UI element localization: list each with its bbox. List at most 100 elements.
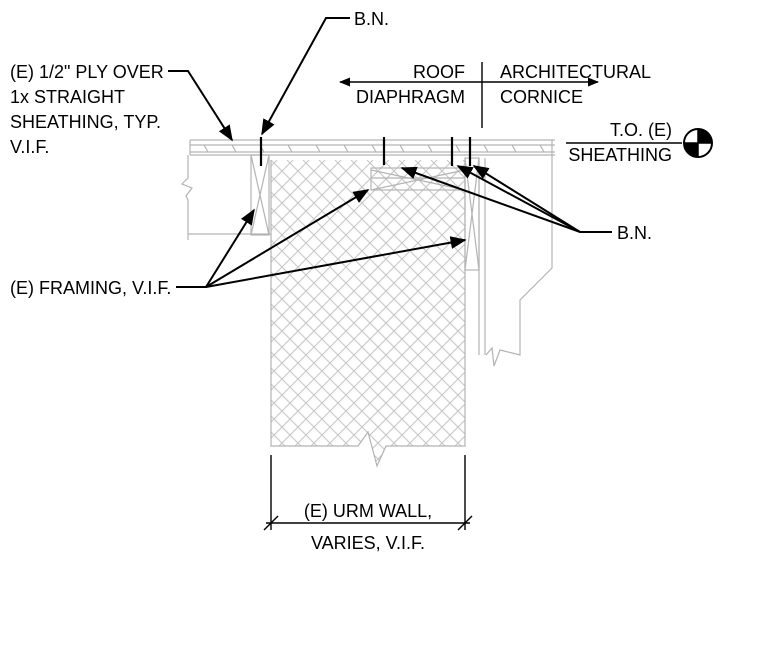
hatch-line: [0, 160, 213, 470]
hatch-line: [0, 160, 261, 470]
hatch-line: [0, 160, 181, 470]
hatch-line: [543, 160, 760, 470]
diaphragm-arrows: [338, 62, 600, 128]
hatch-line: [511, 160, 760, 470]
hatch-line: [430, 160, 465, 466]
hatch-line: [751, 160, 760, 470]
leader-bn-top: [261, 17, 350, 136]
hatch-line: [398, 160, 465, 466]
hatch-line: [527, 160, 760, 470]
hatch-line: [0, 160, 245, 470]
label-ply-line2: 1x STRAIGHT: [10, 87, 125, 107]
hatch-line: [366, 160, 465, 466]
hatch-line: [703, 160, 760, 470]
hatch-line: [271, 160, 294, 466]
hatch-line: [751, 160, 760, 470]
hatch-line: [271, 160, 294, 466]
hatch-line: [430, 160, 465, 466]
hatch-line: [575, 160, 760, 470]
hatch-line: [271, 160, 374, 466]
hatch-line: [671, 160, 760, 470]
hatch-line: [687, 160, 760, 470]
hatch-line: [0, 160, 229, 470]
cornice-framing: [464, 140, 553, 367]
label-ply-line3: SHEATHING, TYP.: [10, 112, 161, 132]
hatch-line: [0, 160, 261, 470]
hatch-line: [0, 160, 197, 470]
hatch-line: [271, 160, 465, 466]
hatch-line: [271, 160, 342, 466]
hatch-line: [271, 160, 465, 466]
hatch-line: [655, 160, 760, 470]
hatch-line: [271, 160, 465, 466]
hatch-line: [719, 160, 760, 470]
urm-wall: [0, 160, 760, 470]
hatch-line: [271, 160, 390, 466]
leaders: [168, 17, 612, 288]
hatch-line: [366, 160, 465, 466]
hatch-line: [607, 160, 760, 470]
label-bn-top: B.N.: [354, 9, 389, 29]
label-cornice: CORNICE: [500, 87, 583, 107]
hatch-line: [271, 160, 422, 466]
hatch-line: [527, 160, 760, 470]
hatch-line: [271, 160, 326, 466]
hatch-line: [639, 160, 760, 470]
leader-ply: [168, 70, 233, 142]
left-framing: [180, 154, 271, 240]
hatch-line: [655, 160, 760, 470]
hatch-line: [511, 160, 760, 470]
hatch-line: [735, 160, 760, 470]
hatch-line: [0, 160, 213, 470]
hatch-line: [271, 160, 326, 466]
hatch-line: [318, 160, 465, 466]
hatch-line: [271, 160, 422, 466]
label-ply-line4: V.I.F.: [10, 137, 49, 157]
hatch-line: [271, 160, 465, 466]
hatch-line: [0, 160, 245, 470]
hatch-line: [446, 160, 465, 466]
label-ply-line1: (E) 1/2" PLY OVER: [10, 62, 164, 82]
hatch-line: [479, 160, 760, 470]
hatch-line: [271, 160, 406, 466]
hatch-line: [271, 160, 454, 466]
label-architectural: ARCHITECTURAL: [500, 62, 651, 82]
hatch-line: [543, 160, 760, 470]
hatch-line: [0, 160, 229, 470]
leader-bn-right-3: [472, 165, 581, 233]
hatch-line: [302, 160, 465, 466]
hatch-line: [671, 160, 760, 470]
hatch-line: [719, 160, 760, 470]
hatch-line: [318, 160, 465, 466]
roof-sheathing: [189, 139, 555, 156]
label-wall-1: (E) URM WALL,: [304, 501, 432, 521]
leader-framing-3: [205, 236, 467, 288]
hatch-line: [382, 160, 465, 466]
hatch-line: [703, 160, 760, 470]
hatch-line: [271, 160, 278, 466]
label-to-sheathing-2: SHEATHING: [568, 145, 672, 165]
hatch-line: [623, 160, 760, 470]
label-roof: ROOF: [413, 62, 465, 82]
hatch-line: [591, 160, 760, 470]
leader-bn-right-2: [456, 165, 581, 233]
hatch-line: [687, 160, 760, 470]
hatch-line: [398, 160, 465, 466]
hatch-line: [735, 160, 760, 470]
hatch-line: [271, 160, 390, 466]
hatch-line: [479, 160, 760, 470]
hatch-line: [271, 160, 465, 466]
hatch-line: [334, 160, 465, 466]
labels: B.N. (E) 1/2" PLY OVER 1x STRAIGHT SHEAT…: [10, 9, 672, 553]
leader-framing-2: [205, 189, 370, 288]
elevation-target-icon: [683, 128, 713, 158]
hatch-line: [271, 160, 465, 466]
hatch-line: [623, 160, 760, 470]
label-wall-2: VARIES, V.I.F.: [311, 533, 425, 553]
label-diaphragm: DIAPHRAGM: [356, 87, 465, 107]
hatch-line: [559, 160, 760, 470]
hatch-line: [0, 160, 181, 470]
hatch-line: [639, 160, 760, 470]
hatch-line: [271, 160, 358, 466]
hatch-line: [271, 160, 465, 466]
